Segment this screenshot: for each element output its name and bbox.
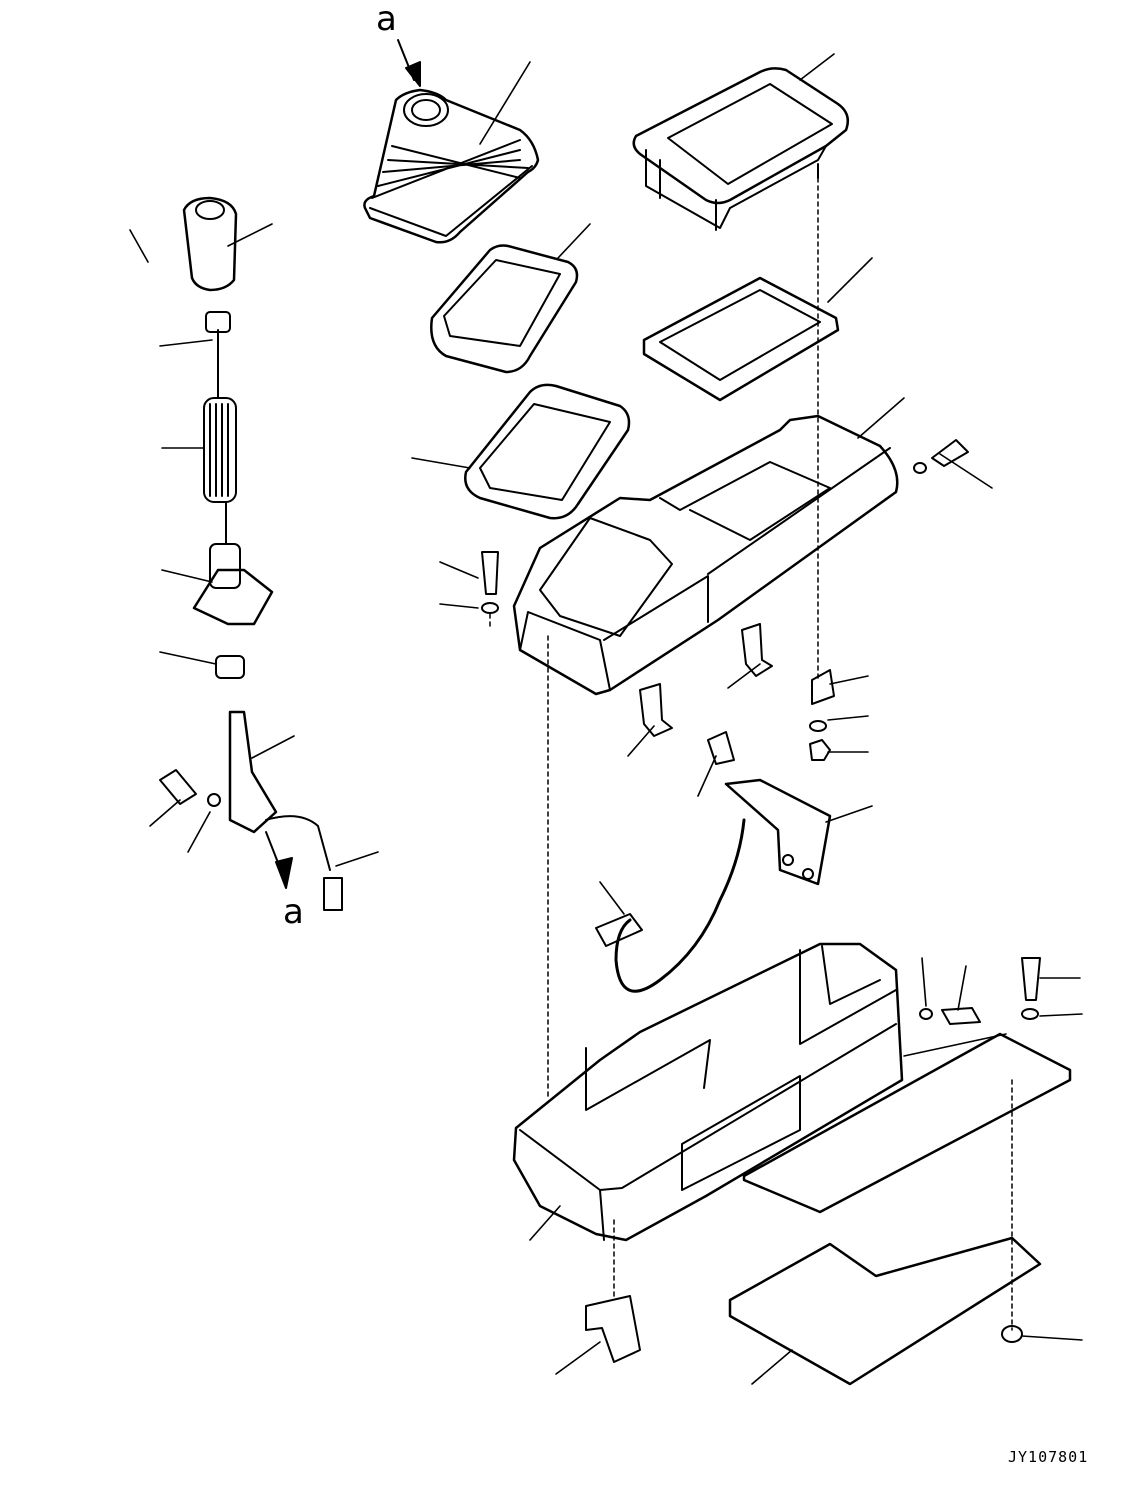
bracket-c [707, 731, 735, 765]
lever-boot [363, 88, 540, 244]
callout-arrow-top [397, 39, 421, 87]
alignment-lines [489, 169, 1013, 1331]
washer-6 [1001, 1325, 1023, 1343]
callout-arrow-bottom [265, 831, 293, 889]
clip [585, 1295, 641, 1363]
callout-a-bottom: a [283, 892, 304, 932]
bolt-left [159, 769, 221, 807]
bolt-2 [481, 551, 499, 595]
figure-code: JY107801 [1008, 1448, 1088, 1466]
upper-console-cover [512, 414, 899, 696]
lever-switch-body [228, 710, 343, 911]
bolt-5 [1021, 957, 1041, 1001]
rod-end [205, 311, 231, 333]
bracket-d [811, 669, 835, 705]
lever-holder [192, 543, 274, 626]
washer-2 [481, 602, 499, 614]
leader-lines [129, 53, 1083, 1385]
monitor-unit [632, 67, 849, 231]
gasket-plate [464, 383, 631, 520]
bracket-a [639, 683, 673, 737]
washer-1 [809, 720, 827, 732]
monitor-frame [642, 276, 840, 402]
lever-knob [182, 196, 238, 292]
floor-plate-side [742, 1032, 1072, 1214]
grip [203, 397, 237, 503]
boot-bezel [430, 244, 579, 374]
floor-plate-lower [728, 1236, 1042, 1386]
callout-a-top: a [376, 0, 397, 39]
washer-5 [1021, 1008, 1039, 1020]
lower-console-box [512, 942, 904, 1242]
washer-4 [919, 1008, 933, 1020]
nut [215, 655, 245, 679]
bracket-plate [724, 778, 832, 886]
bolt-4 [941, 1007, 981, 1025]
wiring-harness [595, 818, 746, 993]
bolt-3 [931, 439, 969, 467]
washer-3 [913, 462, 927, 474]
nut-1 [809, 739, 831, 761]
bracket-b [741, 623, 773, 677]
